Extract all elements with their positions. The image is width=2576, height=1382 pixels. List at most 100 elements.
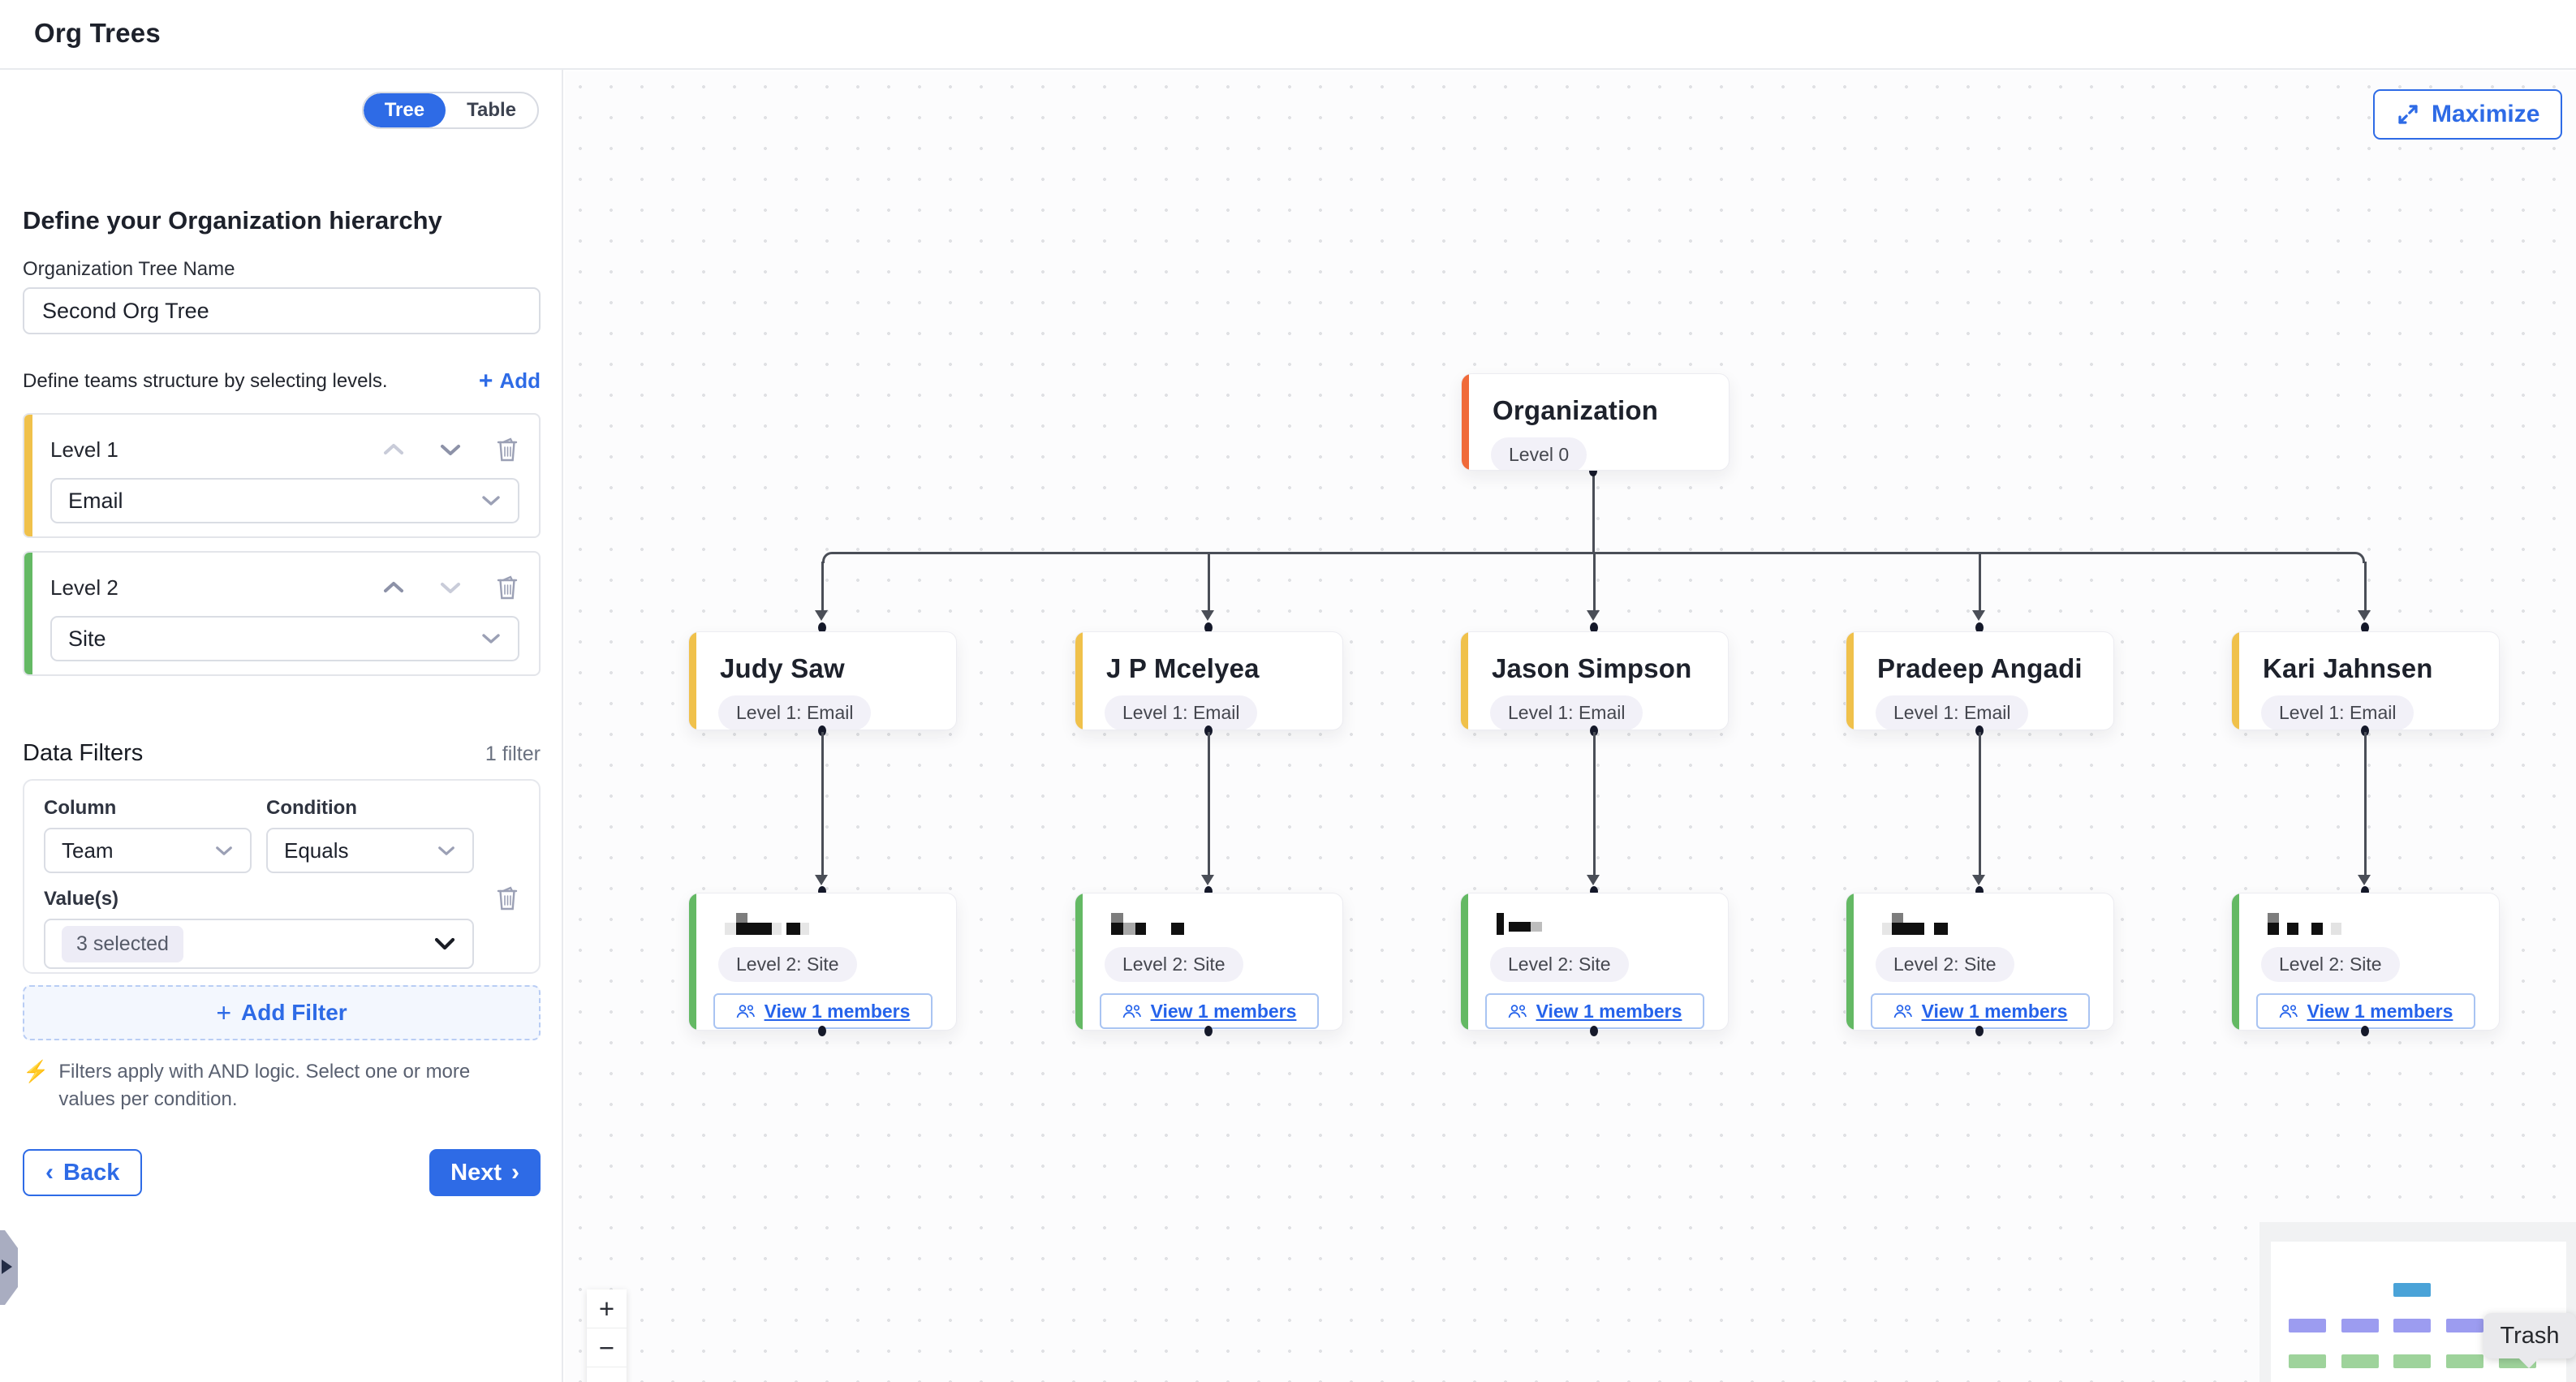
arrowhead-icon — [2358, 610, 2371, 621]
org-node-level2[interactable]: Level 2: Site View 1 members — [1846, 893, 2114, 1031]
level-badge: Level 2: Site — [718, 947, 857, 982]
org-node-level2[interactable]: Level 2: Site View 1 members — [1460, 893, 1729, 1031]
maximize-button[interactable]: Maximize — [2373, 89, 2563, 140]
values-label: Value(s) — [44, 888, 119, 910]
edge-child-to-grandchild — [821, 732, 824, 876]
connection-handle — [818, 886, 826, 897]
connection-handle — [2361, 886, 2369, 897]
connection-handle — [1204, 886, 1213, 897]
toggle-table[interactable]: Table — [446, 93, 537, 127]
condition-label: Condition — [266, 797, 357, 819]
chevron-down-icon — [214, 845, 234, 857]
zoom-in-button[interactable]: + — [587, 1289, 627, 1328]
arrowhead-icon — [815, 610, 828, 621]
level-badge: Level 1: Email — [1490, 695, 1643, 730]
move-down-icon[interactable] — [438, 441, 463, 458]
toggle-tree[interactable]: Tree — [363, 93, 446, 127]
arrowhead-icon — [1972, 875, 1985, 885]
redacted-name — [1882, 913, 2044, 937]
minimap-level1-node — [2446, 1319, 2483, 1332]
level-badge: Level 1: Email — [2261, 695, 2414, 730]
people-icon — [736, 1005, 755, 1018]
org-tree-canvas[interactable]: Maximize Organization Level 0 Judy Saw L… — [565, 71, 2576, 1382]
arrowhead-icon — [1201, 610, 1214, 621]
org-node-level2[interactable]: Level 2: Site View 1 members — [688, 893, 957, 1031]
chevron-down-icon — [480, 632, 502, 645]
redacted-name — [2268, 913, 2430, 937]
edge-child-to-grandchild — [1979, 732, 1981, 876]
delete-level-icon[interactable] — [495, 436, 519, 463]
view-members-button[interactable]: View 1 members — [1870, 993, 2090, 1029]
delete-filter-icon[interactable] — [495, 885, 519, 912]
connection-handle — [1975, 1026, 1984, 1036]
connection-handle — [1975, 725, 1984, 736]
view-toggle: Tree Table — [361, 92, 539, 129]
fit-view-button[interactable]: [ ] — [587, 1367, 627, 1382]
node-title: Kari Jahnsen — [2263, 653, 2433, 683]
org-node-level1[interactable]: Judy Saw Level 1: Email — [688, 631, 957, 730]
org-node-root[interactable]: Organization Level 0 — [1461, 373, 1730, 471]
tree-name-input[interactable] — [23, 287, 541, 334]
arrowhead-icon — [1201, 875, 1214, 885]
connection-handle — [1204, 725, 1213, 736]
next-button[interactable]: Next › — [429, 1149, 541, 1196]
level-badge: Level 1: Email — [1876, 695, 2029, 730]
org-node-level1[interactable]: Pradeep Angadi Level 1: Email — [1846, 631, 2114, 730]
view-members-button[interactable]: View 1 members — [713, 993, 933, 1029]
node-title: Organization — [1493, 395, 1659, 425]
minimap-level1-node — [2341, 1319, 2379, 1332]
connection-handle — [1204, 1026, 1213, 1036]
org-node-level1[interactable]: J P Mcelyea Level 1: Email — [1075, 631, 1343, 730]
arrowhead-icon — [1587, 610, 1600, 621]
level-badge: Level 2: Site — [1876, 947, 2014, 982]
level-1-select[interactable]: Email — [50, 478, 519, 523]
drawer-expand-handle[interactable] — [0, 1230, 18, 1305]
selected-count-chip: 3 selected — [62, 925, 183, 962]
level-badge: Level 1: Email — [718, 695, 872, 730]
level-badge: Level 0 — [1491, 437, 1587, 470]
move-down-icon[interactable] — [438, 579, 463, 596]
arrowhead-icon — [1587, 875, 1600, 885]
values-multiselect[interactable]: 3 selected — [44, 919, 474, 969]
connection-handle — [1975, 622, 1984, 633]
plus-icon: + — [478, 367, 493, 394]
minimap-level2-node — [2393, 1354, 2431, 1368]
people-icon — [1122, 1005, 1141, 1018]
connection-handle — [1204, 622, 1213, 633]
edge-child-to-grandchild — [1208, 732, 1210, 876]
level-2-select[interactable]: Site — [50, 616, 519, 661]
org-node-level1[interactable]: Jason Simpson Level 1: Email — [1460, 631, 1729, 730]
move-up-icon[interactable] — [381, 441, 406, 458]
tree-table-segmented-control: Tree Table — [361, 92, 539, 129]
zoom-out-button[interactable]: − — [587, 1328, 627, 1367]
levels-hint: Define teams structure by selecting leve… — [23, 369, 388, 392]
edge-bus-to-child — [821, 562, 824, 610]
view-members-button[interactable]: View 1 members — [1484, 993, 1704, 1029]
level-1-label: Level 1 — [50, 437, 118, 462]
redacted-name — [1497, 913, 1659, 937]
move-up-icon[interactable] — [381, 579, 406, 596]
view-members-button[interactable]: View 1 members — [2255, 993, 2475, 1029]
chevron-down-icon — [433, 936, 456, 951]
column-select[interactable]: Team — [44, 828, 252, 873]
condition-select[interactable]: Equals — [266, 828, 474, 873]
arrowhead-icon — [1972, 610, 1985, 621]
connection-handle — [818, 1026, 826, 1036]
people-icon — [1508, 1005, 1527, 1018]
view-members-button[interactable]: View 1 members — [1099, 993, 1319, 1029]
level-2-card: Level 2 Site — [23, 551, 541, 676]
edge-bus — [833, 552, 2354, 554]
edge-bus-to-child — [1593, 553, 1596, 610]
org-node-level2[interactable]: Level 2: Site View 1 members — [1075, 893, 1343, 1031]
org-node-level1[interactable]: Kari Jahnsen Level 1: Email — [2231, 631, 2500, 730]
add-level-button[interactable]: + Add — [478, 367, 541, 394]
org-node-level2[interactable]: Level 2: Site View 1 members — [2231, 893, 2500, 1031]
minimap-root-node — [2393, 1283, 2431, 1297]
add-filter-button[interactable]: + Add Filter — [23, 985, 541, 1040]
delete-level-icon[interactable] — [495, 574, 519, 601]
level-badge: Level 2: Site — [2261, 947, 2400, 982]
back-button[interactable]: ‹ Back — [23, 1149, 143, 1196]
minimap-level2-node — [2446, 1354, 2483, 1368]
edge-bus-to-child — [1208, 553, 1210, 610]
